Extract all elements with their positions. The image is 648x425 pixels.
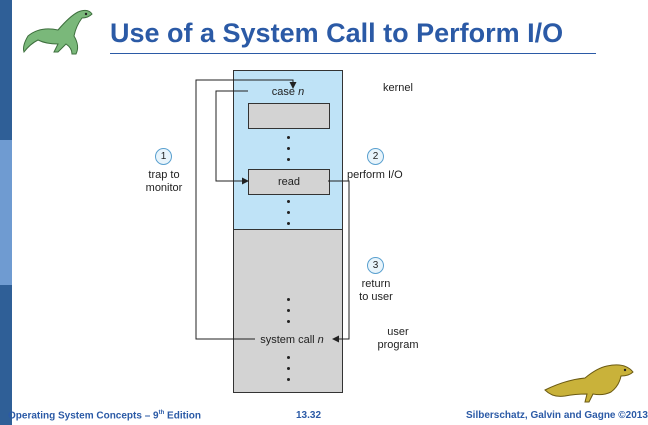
step-1-line-2: monitor (145, 182, 183, 194)
user-program-line-2: program (377, 339, 419, 351)
user-program-line-1: user (387, 326, 409, 338)
step-3-label: return to user (356, 278, 396, 304)
ellipsis-dot (287, 211, 290, 214)
ellipsis-dot (287, 356, 290, 359)
read-box: read (248, 169, 330, 195)
case-n-label: case n (258, 86, 318, 99)
read-box-label: read (277, 176, 301, 188)
ellipsis-dot (287, 147, 290, 150)
footer-book-title: Operating System Concepts – 9th Edition (8, 410, 201, 421)
ellipsis-dot (287, 158, 290, 161)
step-2-label: perform I/O (347, 169, 403, 181)
page-title: Use of a System Call to Perform I/O (110, 18, 564, 48)
ellipsis-dot (287, 136, 290, 139)
kernel-label: kernel (383, 82, 413, 94)
footer-page-number: 13.32 (296, 410, 322, 421)
system-call-text: system call (260, 334, 315, 346)
footer-sup: th (158, 410, 165, 416)
system-call-var: n (317, 334, 324, 346)
title-underline (110, 53, 596, 54)
ellipsis-dot (287, 378, 290, 381)
footer-initial: O (8, 410, 16, 422)
step-2-badge: 2 (367, 148, 384, 165)
case-label-text: case (271, 86, 296, 98)
step-3-badge: 3 (367, 257, 384, 274)
footer-left-text: perating System Concepts – 9 (15, 410, 159, 422)
user-program-label: user program (376, 326, 420, 352)
left-accent-bar-highlight (0, 140, 12, 285)
case-label-var: n (298, 86, 305, 98)
ellipsis-dot (287, 222, 290, 225)
step-3-line-1: return (361, 278, 391, 290)
ellipsis-dot (287, 298, 290, 301)
ellipsis-dot (287, 200, 290, 203)
step-1-badge: 1 (155, 148, 172, 165)
step-3-line-2: to user (359, 291, 393, 303)
step-1-label: trap to monitor (140, 169, 188, 195)
footer-copyright: Silberschatz, Galvin and Gagne ©2013 (466, 410, 648, 421)
ellipsis-dot (287, 367, 290, 370)
ellipsis-dot (287, 320, 290, 323)
footer-suffix: Edition (164, 410, 201, 422)
ellipsis-dot (287, 309, 290, 312)
step-1-line-1: trap to (148, 169, 180, 181)
system-call-n-label: system call n (252, 334, 332, 347)
kernel-handler-box (248, 103, 330, 129)
